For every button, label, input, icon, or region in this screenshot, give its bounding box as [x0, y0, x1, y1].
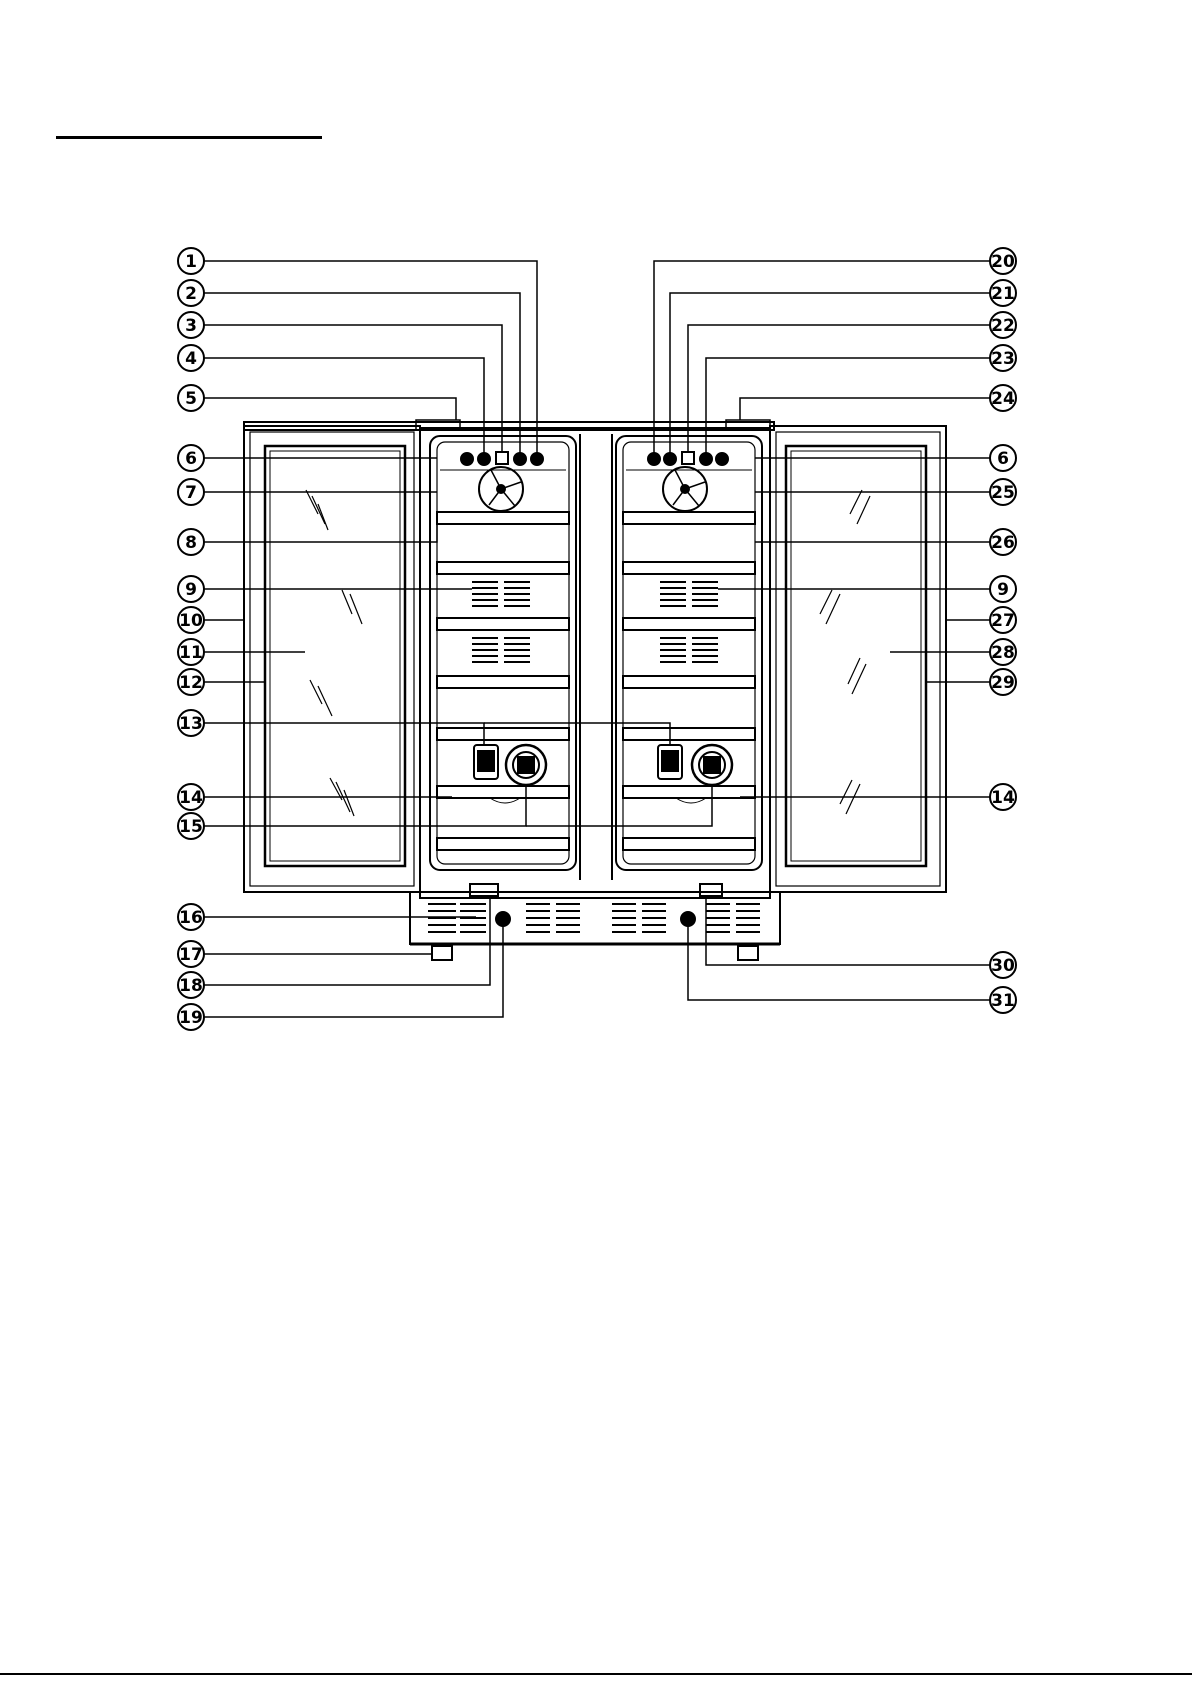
callout-right-c9r: 9: [990, 576, 1016, 602]
callout-number: 3: [185, 316, 197, 336]
right-glass-reflections: [820, 490, 870, 814]
callout-number: 9: [997, 580, 1009, 600]
callout-right-c31: 31: [990, 987, 1016, 1013]
right-vent-grilles: [660, 582, 718, 662]
callouts-left: 12345678910111213141516171819: [178, 248, 204, 1030]
callout-right-c29: 29: [990, 669, 1016, 695]
callout-number: 6: [997, 449, 1009, 469]
callout-left-c4: 4: [178, 345, 204, 371]
callout-number: 8: [185, 533, 197, 553]
callout-number: 21: [991, 284, 1015, 304]
left-interior: [430, 436, 576, 870]
callout-left-c7: 7: [178, 479, 204, 505]
callout-left-c8: 8: [178, 529, 204, 555]
callout-left-c11: 11: [178, 639, 204, 665]
right-shelves: [623, 512, 755, 850]
callout-left-c2: 2: [178, 280, 204, 306]
callout-left-c5: 5: [178, 385, 204, 411]
left-door-hinge-bottom: [470, 884, 498, 896]
left-lock[interactable]: [496, 912, 510, 926]
callout-number: 30: [991, 956, 1015, 976]
callout-right-c25a: 25: [990, 479, 1016, 505]
callout-right-c20: 20: [990, 248, 1016, 274]
callout-left-c3: 3: [178, 312, 204, 338]
base-kick-plate: [410, 884, 780, 960]
callout-right-c30: 30: [990, 952, 1016, 978]
callout-number: 20: [991, 252, 1015, 272]
right-compartment: [616, 436, 762, 870]
page-bottom-rule: [0, 1673, 1192, 1675]
left-vent-grilles: [472, 582, 530, 662]
callout-right-c21: 21: [990, 280, 1016, 306]
callouts-right: 20 21 22 23 24 6 25 26 9 27 28 29 14 30 31: [990, 248, 1016, 1013]
callout-number: 5: [185, 389, 197, 409]
callout-number: 18: [179, 976, 203, 996]
left-shelves: [437, 512, 569, 850]
callout-right-c28: 28: [990, 639, 1016, 665]
callout-number: 14: [179, 788, 203, 808]
right-lock[interactable]: [681, 912, 695, 926]
left-compartment: [430, 436, 576, 870]
callout-left-c19: 19: [178, 1004, 204, 1030]
callout-right-c14r: 14: [990, 784, 1016, 810]
callout-left-c18: 18: [178, 972, 204, 998]
callout-right-c22: 22: [990, 312, 1016, 338]
callout-left-c14l: 14: [178, 784, 204, 810]
callout-number: 6: [185, 449, 197, 469]
callout-left-c13: 13: [178, 710, 204, 736]
callout-number: 2: [185, 284, 197, 304]
right-door-hinge-bottom: [700, 884, 722, 896]
callout-number: 29: [991, 673, 1015, 693]
left-glass-reflections: [306, 490, 362, 816]
left-leveling-foot: [432, 946, 452, 960]
callout-number: 24: [991, 389, 1015, 409]
callout-left-c15: 15: [178, 813, 204, 839]
callout-number: 26: [991, 533, 1015, 553]
callout-number: 28: [991, 643, 1015, 663]
leader-lines: [204, 261, 990, 1017]
right-interior: [616, 436, 762, 870]
left-button-1[interactable]: [461, 453, 473, 465]
callout-number: 11: [179, 643, 203, 663]
callout-number: 31: [991, 991, 1015, 1011]
callout-left-c17: 17: [178, 941, 204, 967]
callout-number: 9: [185, 580, 197, 600]
callout-number: 27: [991, 611, 1015, 631]
right-leveling-foot: [738, 946, 758, 960]
callout-number: 23: [991, 349, 1015, 369]
right-button-4[interactable]: [716, 453, 728, 465]
callout-number: 25: [991, 483, 1015, 503]
callout-right-c24: 24: [990, 385, 1016, 411]
callout-right-c6r: 6: [990, 445, 1016, 471]
callout-number: 10: [179, 611, 203, 631]
callout-number: 12: [179, 673, 203, 693]
left-display: [496, 452, 508, 464]
callout-number: 22: [991, 316, 1015, 336]
callout-left-c1: 1: [178, 248, 204, 274]
right-glass-door[interactable]: [726, 420, 946, 892]
callout-number: 17: [179, 945, 203, 965]
callout-number: 19: [179, 1008, 203, 1028]
callout-left-c10: 10: [178, 607, 204, 633]
callout-number: 4: [185, 349, 197, 369]
callout-number: 16: [179, 908, 203, 928]
callout-right-c23: 23: [990, 345, 1016, 371]
callout-right-c26: 26: [990, 529, 1016, 555]
right-display: [682, 452, 694, 464]
callout-number: 1: [185, 252, 197, 272]
callout-number: 15: [179, 817, 203, 837]
callout-left-c16: 16: [178, 904, 204, 930]
callout-left-c6l: 6: [178, 445, 204, 471]
base-vent-grille: [428, 904, 760, 932]
callout-number: 7: [185, 483, 197, 503]
callout-left-c12: 12: [178, 669, 204, 695]
callout-number: 13: [179, 714, 203, 734]
callout-number: 14: [991, 788, 1015, 808]
callout-right-c27: 27: [990, 607, 1016, 633]
left-glass-door[interactable]: [244, 420, 460, 892]
callout-left-c9l: 9: [178, 576, 204, 602]
